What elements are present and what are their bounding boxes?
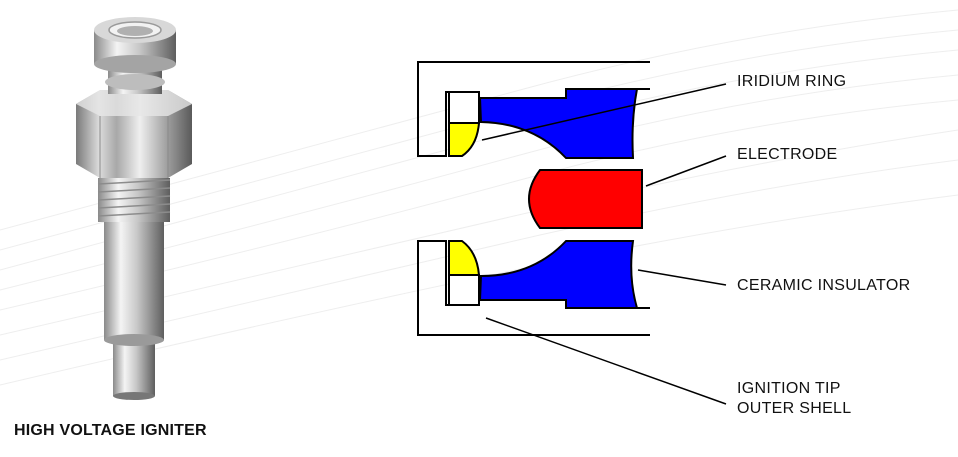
igniter-shaft bbox=[104, 218, 164, 340]
label-outer-shell: IGNITION TIP OUTER SHELL bbox=[737, 379, 851, 419]
label-iridium-ring: IRIDIUM RING bbox=[737, 73, 847, 90]
igniter-cross-section bbox=[417, 61, 727, 405]
leader-outer-shell bbox=[485, 317, 727, 405]
leader-ceramic-insulator bbox=[637, 269, 727, 286]
label-ceramic-insulator: CERAMIC INSULATOR bbox=[737, 277, 911, 294]
igniter-hex-nut bbox=[76, 90, 192, 178]
ceramic-insulator-bottom bbox=[478, 240, 639, 309]
label-outer-shell-line2: OUTER SHELL bbox=[737, 400, 852, 417]
ceramic-insulator-top bbox=[478, 88, 639, 159]
electrode bbox=[528, 169, 643, 229]
iridium-ring-top bbox=[448, 122, 481, 157]
igniter-threads bbox=[97, 178, 171, 222]
igniter-illustration bbox=[76, 17, 192, 400]
label-electrode: ELECTRODE bbox=[737, 146, 838, 163]
label-outer-shell-line1: IGNITION TIP bbox=[737, 380, 841, 397]
iridium-ring-bottom bbox=[448, 240, 481, 276]
figure-caption: HIGH VOLTAGE IGNITER bbox=[14, 422, 207, 439]
igniter-top-fitting bbox=[94, 17, 176, 73]
leader-electrode bbox=[645, 155, 727, 187]
igniter-tip bbox=[113, 338, 155, 396]
leader-iridium-ring bbox=[481, 83, 727, 141]
